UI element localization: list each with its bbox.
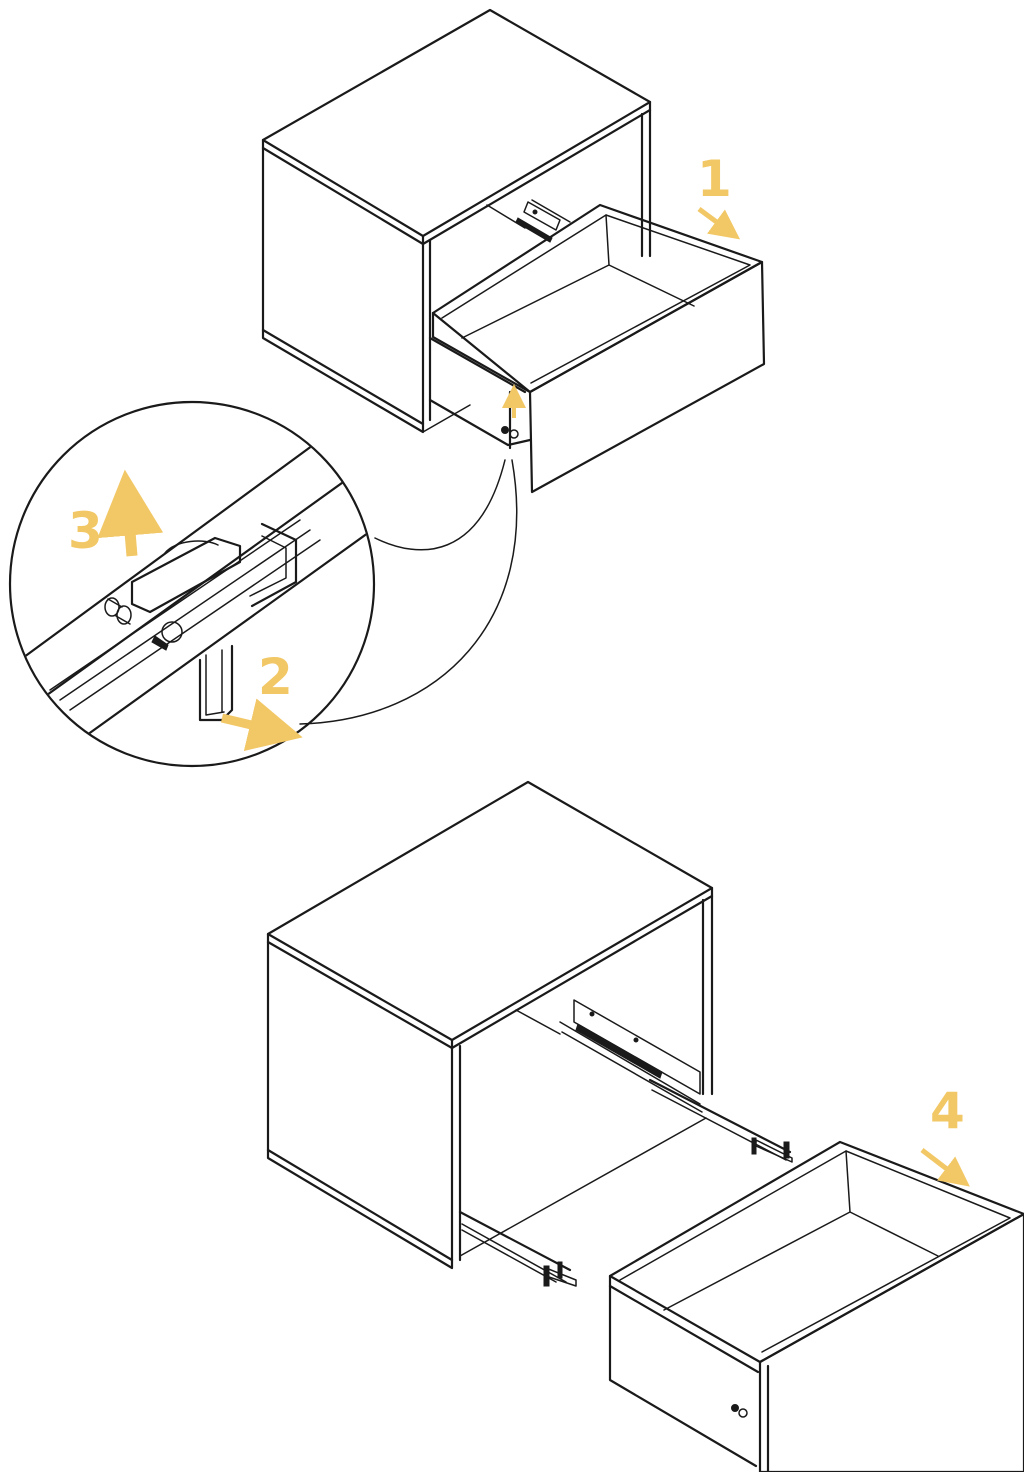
step-2-arrow [220, 698, 303, 752]
step-4-arrow [920, 1148, 970, 1187]
step-4-number: 4 [930, 1082, 965, 1140]
step-3-arrow [97, 469, 164, 557]
step-2-number: 2 [258, 648, 293, 706]
detail-magnifier [8, 400, 376, 768]
bottom-right-slide-rail [559, 999, 793, 1163]
zoom-connector [299, 459, 518, 725]
bottom-left-slide-rail [458, 1210, 577, 1287]
step-1-arrow [697, 206, 741, 240]
step-1: 1 [697, 150, 741, 240]
step-3: 3 [68, 469, 164, 560]
bottom-cabinet [266, 780, 714, 1270]
step-2: 2 [220, 648, 303, 752]
bottom-drawer [608, 1140, 1024, 1472]
step-1-number: 1 [697, 150, 732, 208]
top-drawer [428, 203, 766, 494]
step-4: 4 [920, 1082, 970, 1187]
step-3-number: 3 [68, 502, 103, 560]
top-cabinet [261, 8, 652, 434]
top-slide-rail [515, 199, 571, 243]
